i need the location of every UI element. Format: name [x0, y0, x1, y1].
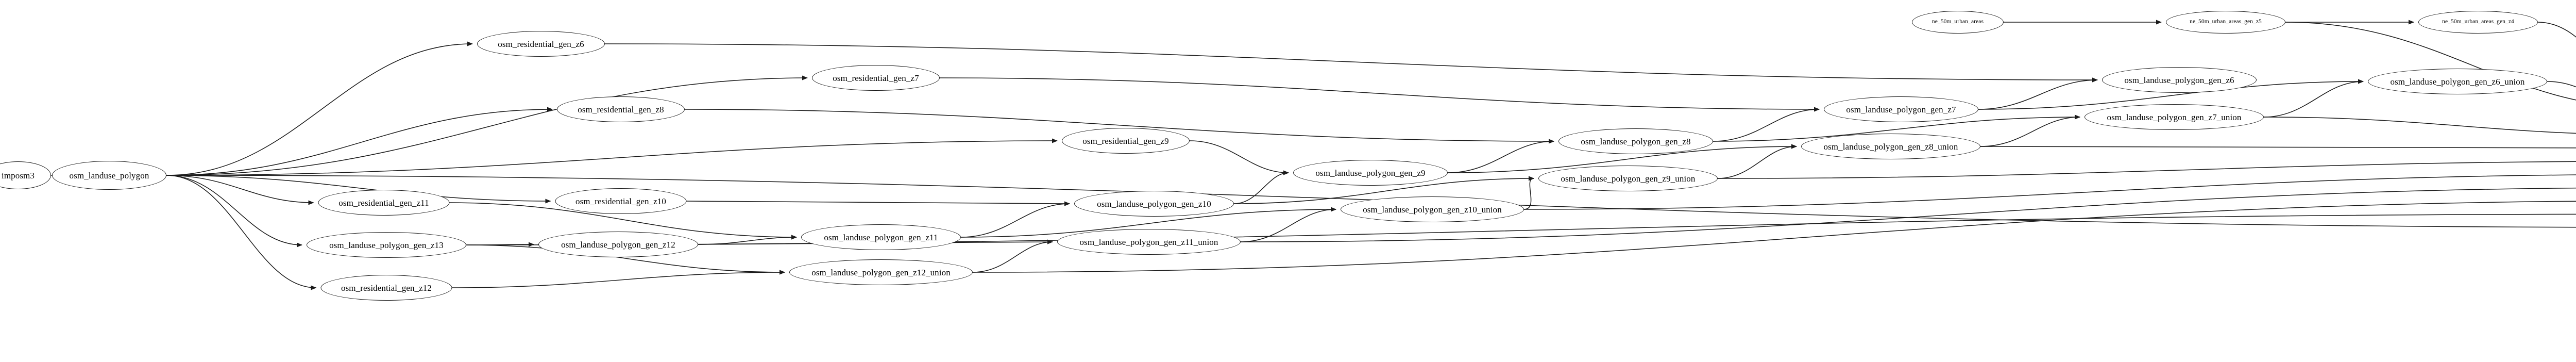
- graph-node-osm-landuse-polygon-gen-z11[interactable]: osm_landuse_polygon_gen_z11: [801, 224, 961, 250]
- graph-edge: [2285, 22, 2576, 101]
- graph-node-label: osm_residential_gen_z6: [498, 39, 584, 49]
- graph-edge: [1980, 146, 2576, 149]
- graph-node-osm-residential-gen-z11[interactable]: osm_residential_gen_z11: [318, 190, 450, 216]
- graph-edge: [2263, 79, 2364, 118]
- graph-edge: [1233, 170, 1289, 204]
- graph-edge: [1447, 139, 1554, 173]
- graph-node-label: osm_landuse_polygon_gen_z12: [561, 239, 675, 250]
- graph-edge: [1523, 176, 1534, 210]
- graph-node-label: osm_residential_gen_z11: [338, 198, 429, 208]
- graph-edge: [1717, 144, 1797, 179]
- graph-node-osm-landuse-polygon-gen-z6[interactable]: osm_landuse_polygon_gen_z6: [2102, 67, 2257, 93]
- graph-node-osm-landuse-polygon-gen-z6-union[interactable]: osm_landuse_polygon_gen_z6_union: [2368, 69, 2547, 94]
- graph-edge: [972, 239, 1053, 273]
- graph-node-osm-residential-gen-z10[interactable]: osm_residential_gen_z10: [555, 188, 687, 214]
- graph-node-osm-landuse-polygon-gen-z8[interactable]: osm_landuse_polygon_gen_z8: [1558, 128, 1713, 154]
- graph-node-osm-landuse-polygon-gen-z8-union[interactable]: osm_landuse_polygon_gen_z8_union: [1801, 134, 1980, 159]
- graph-node-imposm3[interactable]: imposm3: [0, 161, 51, 189]
- graph-edge: [1240, 207, 1336, 242]
- graph-edge: [1980, 114, 2080, 147]
- graph-edge: [166, 175, 317, 290]
- graph-edge: [166, 41, 473, 176]
- graph-node-label: osm_residential_gen_z8: [578, 104, 664, 114]
- graph-edge: [1240, 187, 2576, 242]
- graph-node-ne-50m-urban-areas[interactable]: ne_50m_urban_areas: [1912, 11, 2004, 34]
- graph-node-osm-residential-gen-z12[interactable]: osm_residential_gen_z12: [320, 275, 452, 301]
- graph-node-ne-50m-urban-areas-gen-z5[interactable]: ne_50m_urban_areas_gen_z5: [2166, 11, 2285, 34]
- graph-node-label: ne_50m_urban_areas: [1931, 19, 1984, 25]
- graph-node-label: osm_landuse_polygon_gen_z7_union: [2107, 112, 2242, 122]
- graph-node-label: osm_landuse_polygon_gen_z9: [1315, 168, 1426, 178]
- graph-edge: [166, 175, 302, 248]
- graph-node-label: osm_landuse_polygon_gen_z10: [1097, 199, 1211, 209]
- graph-node-osm-residential-gen-z6[interactable]: osm_residential_gen_z6: [477, 31, 605, 57]
- graph-edge: [686, 201, 1070, 206]
- graph-node-osm-residential-gen-z8[interactable]: osm_residential_gen_z8: [557, 96, 685, 122]
- graph-node-label: osm_landuse_polygon_gen_z7: [1846, 104, 1956, 114]
- graph-edge: [1717, 161, 2576, 179]
- graph-edge: [449, 202, 797, 240]
- graph-edge: [466, 244, 785, 275]
- graph-edge: [1713, 107, 1820, 142]
- graph-edge: [452, 270, 785, 288]
- graph-edge: [960, 207, 1336, 238]
- graph-edge: [466, 213, 2576, 245]
- graph-node-osm-landuse-polygon-gen-z7[interactable]: osm_landuse_polygon_gen_z7: [1824, 96, 1978, 122]
- graph-edge: [166, 107, 553, 176]
- graph-node-label: osm_landuse_polygon_gen_z6: [2124, 75, 2234, 85]
- graph-edge: [960, 201, 1070, 238]
- graph-edge: [166, 75, 808, 176]
- graph-node-osm-landuse-polygon-gen-z9-union[interactable]: osm_landuse_polygon_gen_z9_union: [1538, 166, 1718, 191]
- graph-node-osm-landuse-polygon-gen-z13[interactable]: osm_landuse_polygon_gen_z13: [307, 232, 466, 258]
- graph-node-osm-landuse-polygon-gen-z10[interactable]: osm_landuse_polygon_gen_z10: [1074, 191, 1234, 217]
- graph-edge: [684, 109, 1554, 144]
- graph-node-label: osm_landuse_polygon_gen_z9_union: [1561, 173, 1696, 184]
- graph-edge: [972, 201, 2576, 273]
- graph-node-label: osm_landuse_polygon: [69, 170, 149, 180]
- graph-edge: [1189, 140, 1289, 175]
- graph-edge: [166, 138, 1058, 176]
- graph-edge: [604, 43, 2098, 83]
- graph-node-label: osm_landuse_polygon_gen_z8: [1581, 136, 1691, 146]
- graph-edge: [2547, 81, 2576, 88]
- graph-node-label: osm_landuse_polygon_gen_z11_union: [1079, 237, 1218, 247]
- graph-node-label: osm_landuse_polygon_gen_z13: [329, 240, 444, 250]
- graph-node-ne-50m-urban-areas-gen-z4[interactable]: ne_50m_urban_areas_gen_z4: [2418, 11, 2538, 34]
- graph-edge: [1447, 144, 1797, 173]
- graph-node-label: ne_50m_urban_areas_gen_z5: [2190, 19, 2262, 25]
- graph-edge: [1523, 174, 2576, 210]
- graph-edge: [939, 77, 1820, 112]
- graph-node-label: imposm3: [2, 170, 35, 180]
- graph-node-label: osm_landuse_polygon_gen_z8_union: [1823, 141, 1958, 152]
- graph-node-label: osm_residential_gen_z12: [341, 283, 432, 293]
- graph-edge: [2263, 117, 2576, 134]
- graph-edge: [1233, 176, 1534, 204]
- graph-edge: [1713, 114, 2080, 142]
- graph-edge: [2537, 22, 2576, 38]
- graph-node-label: osm_residential_gen_z9: [1082, 136, 1169, 146]
- graph-node-osm-landuse-polygon[interactable]: osm_landuse_polygon: [52, 161, 166, 190]
- graph-node-osm-landuse-polygon-gen-z12[interactable]: osm_landuse_polygon_gen_z12: [538, 232, 698, 257]
- graph-node-osm-landuse-polygon-gen-z11-union[interactable]: osm_landuse_polygon_gen_z11_union: [1057, 229, 1241, 255]
- graph-node-label: osm_landuse_polygon_gen_z11: [824, 232, 938, 242]
- graph-node-osm-residential-gen-z9[interactable]: osm_residential_gen_z9: [1062, 128, 1190, 154]
- graph-edge: [166, 175, 551, 204]
- graph-node-osm-landuse-polygon-gen-z12-union[interactable]: osm_landuse_polygon_gen_z12_union: [789, 259, 973, 285]
- graph-node-osm-landuse-polygon-gen-z10-union[interactable]: osm_landuse_polygon_gen_z10_union: [1341, 196, 1524, 222]
- graph-node-osm-landuse-polygon-gen-z7-union[interactable]: osm_landuse_polygon_gen_z7_union: [2084, 104, 2264, 130]
- graph-edge: [1978, 77, 2098, 110]
- graph-edge: [1978, 79, 2364, 110]
- graph-node-osm-residential-gen-z7[interactable]: osm_residential_gen_z7: [812, 65, 940, 91]
- graph-node-label: ne_50m_urban_areas_gen_z4: [2442, 19, 2514, 25]
- graph-node-label: osm_residential_gen_z7: [833, 73, 919, 83]
- graph-node-label: osm_residential_gen_z10: [575, 196, 667, 206]
- graph-node-label: osm_landuse_polygon_gen_z6_union: [2390, 76, 2525, 87]
- graph-node-label: osm_landuse_polygon_gen_z10_union: [1363, 204, 1502, 215]
- graph-edge: [166, 175, 314, 205]
- graph-node-label: osm_landuse_polygon_gen_z12_union: [811, 267, 951, 277]
- graph-node-osm-landuse-polygon-gen-z9[interactable]: osm_landuse_polygon_gen_z9: [1293, 160, 1448, 186]
